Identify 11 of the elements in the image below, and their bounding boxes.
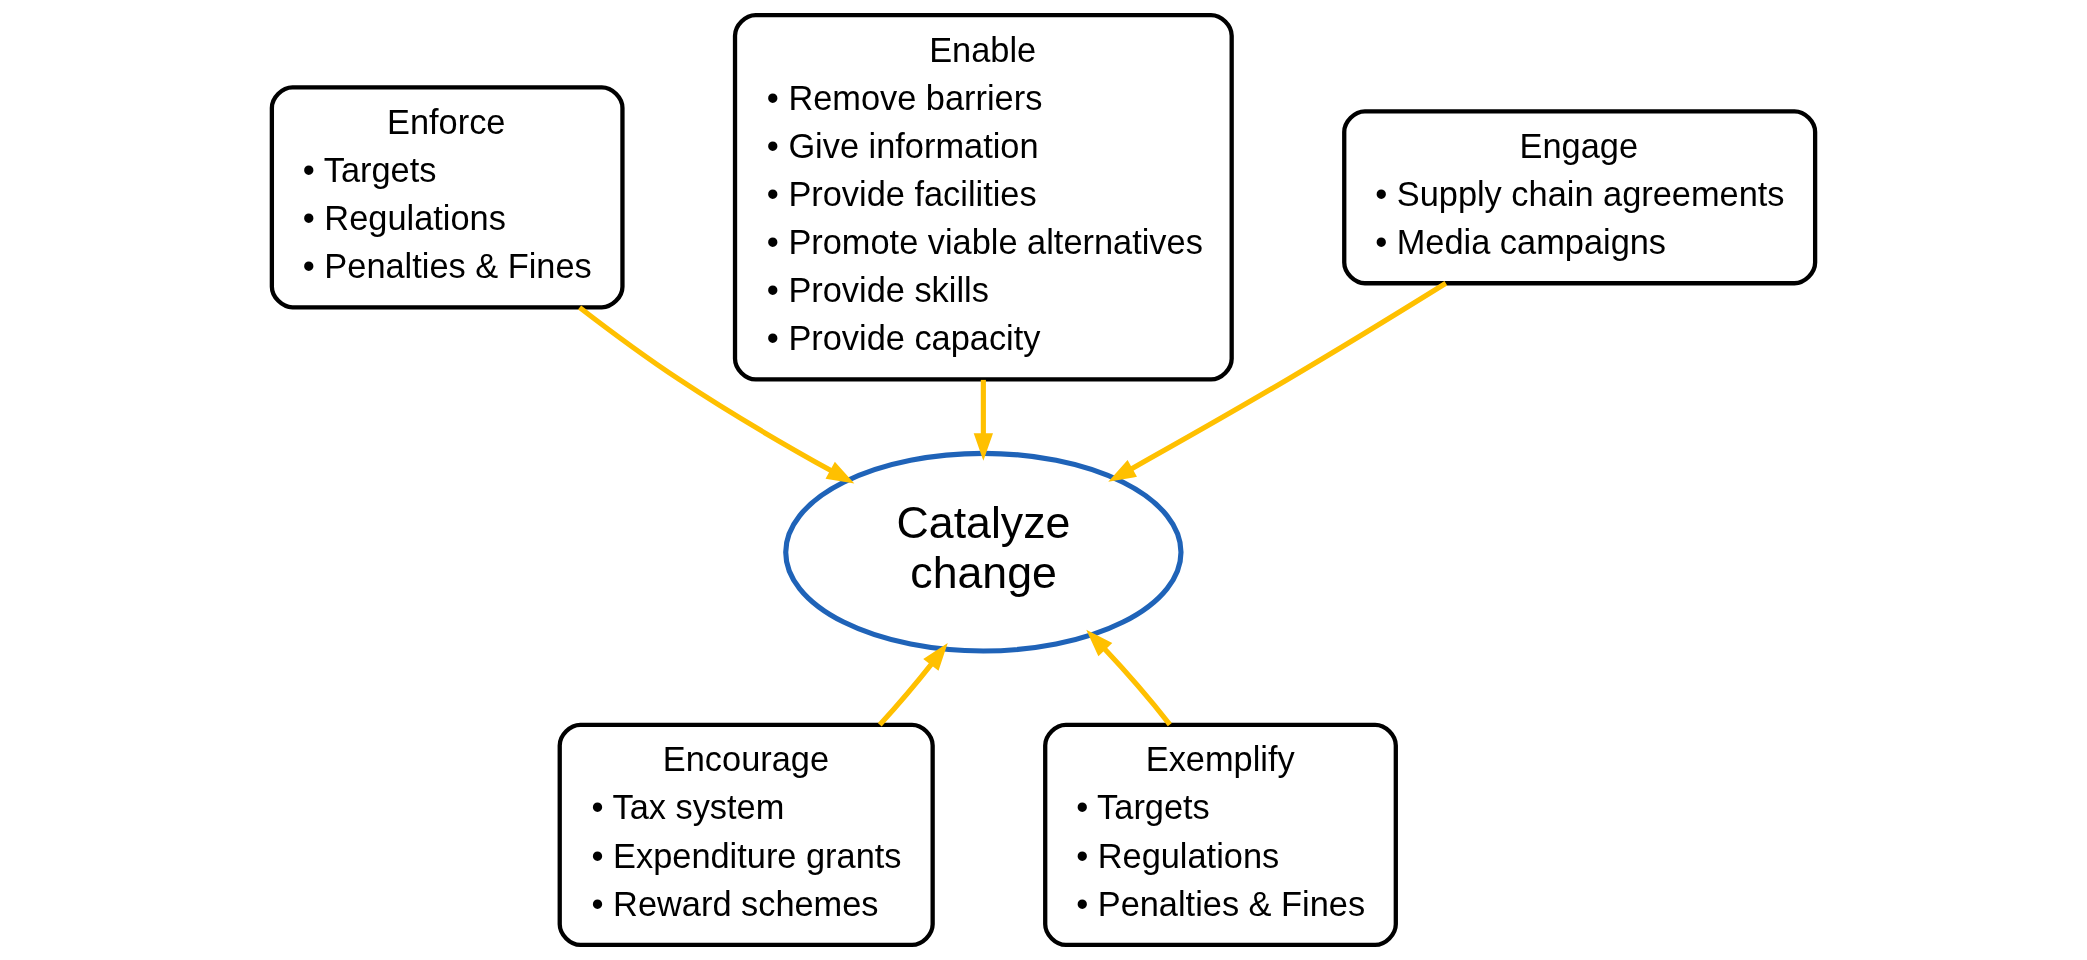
node-box: Exemplify • Targets • Regulations • Penalties & Fines: [1043, 722, 1398, 947]
arrow: [1108, 281, 1448, 482]
node-box: Engage • Supply chain agreements • Media campaigns: [1342, 109, 1818, 286]
arrow: [973, 379, 993, 461]
node-box: Encourage • Tax system • Expenditure grants • Reward schemes: [557, 722, 935, 947]
arrow: [578, 305, 855, 484]
node-box: Enable • Remove barriers • Give information • Provide facilities • Promote viable alternatives • Provide skills • Provide capacity: [732, 13, 1234, 382]
node-box: Enforce • Targets • Regulations • Penalties & Fines: [269, 85, 625, 310]
arrow: [1086, 629, 1172, 727]
node-ellipse: Catalyze change: [783, 450, 1184, 654]
arrow: [877, 643, 948, 727]
